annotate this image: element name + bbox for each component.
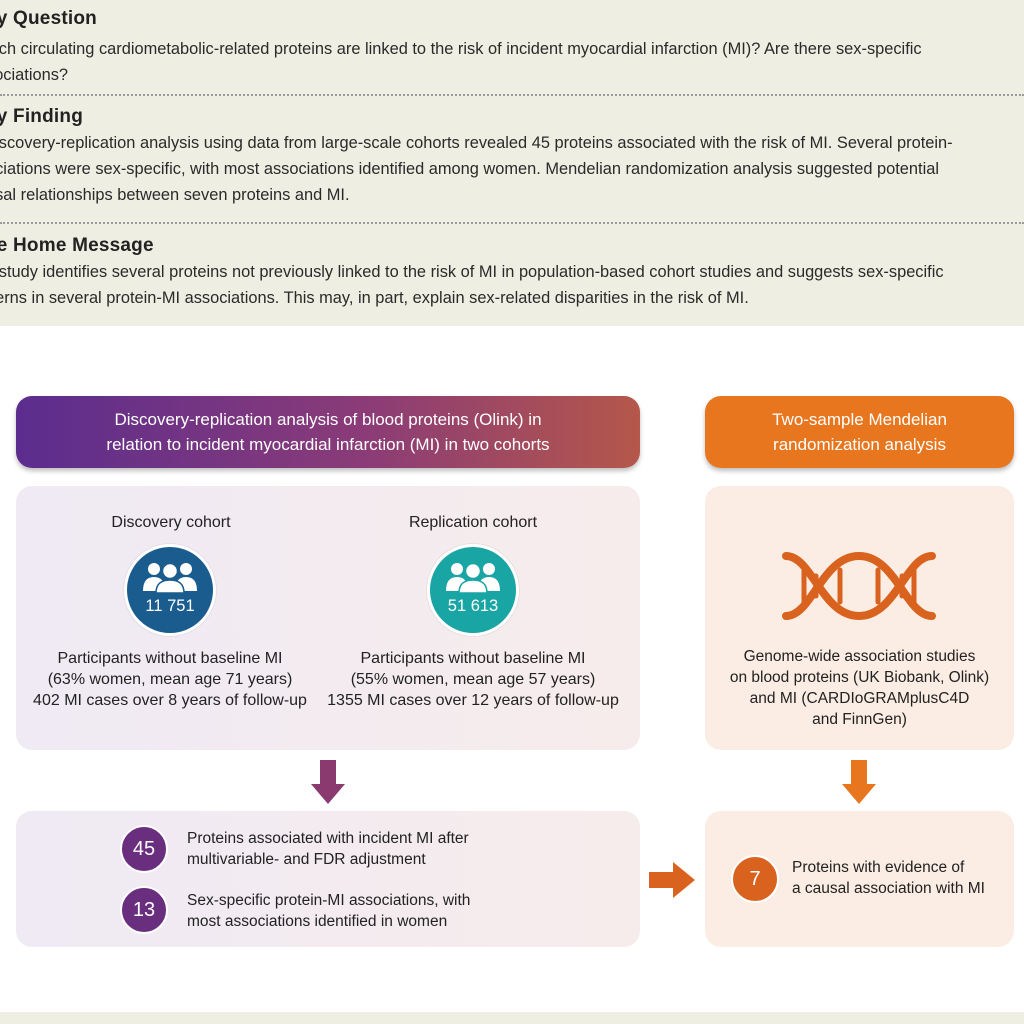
take-home-line: tterns in several protein-MI association… <box>0 289 749 307</box>
divider <box>0 222 1024 224</box>
header-line: Discovery-replication analysis of blood … <box>114 410 542 429</box>
mendelian-randomization-header: Two-sample Mendelian randomization analy… <box>705 396 1014 468</box>
header-line: Two-sample Mendelian <box>772 410 947 429</box>
gwas-line: and FinnGen) <box>812 711 907 728</box>
people-group-icon <box>446 562 500 593</box>
replication-count-circle: 51 613 <box>427 544 519 636</box>
description-line: 1355 MI cases over 12 years of follow-up <box>327 692 619 709</box>
gwas-description: Genome-wide association studies on blood… <box>705 646 1014 730</box>
discovery-description: Participants without baseline MI (63% wo… <box>30 648 310 711</box>
cohorts-panel <box>16 486 640 750</box>
replication-description: Participants without baseline MI (55% wo… <box>318 648 628 711</box>
key-finding-line: ociations were sex-specific, with most a… <box>0 160 939 178</box>
replication-cohort-title: Replication cohort <box>408 514 538 531</box>
result-13-text: Sex-specific protein-MI associations, wi… <box>187 890 470 932</box>
result-7-text: Proteins with evidence of a causal assoc… <box>792 857 985 899</box>
result-45-badge: 45 <box>120 825 168 873</box>
result-line: multivariable- and FDR adjustment <box>187 851 426 868</box>
result-45-text: Proteins associated with incident MI aft… <box>187 828 469 870</box>
result-line: a causal association with MI <box>792 880 985 897</box>
take-home-section: ke Home Message s study identifies sever… <box>0 235 1024 311</box>
description-line: (63% women, mean age 71 years) <box>47 671 293 688</box>
description-line: Participants without baseline MI <box>360 650 586 667</box>
arrow-down-icon <box>311 760 345 804</box>
description-line: (55% women, mean age 57 years) <box>350 671 596 688</box>
key-question-line: sociations? <box>0 66 69 84</box>
description-line: Participants without baseline MI <box>57 650 283 667</box>
gwas-line: Genome-wide association studies <box>743 648 976 665</box>
gwas-line: on blood proteins (UK Biobank, Olink) <box>729 669 990 686</box>
key-finding-title: ey Finding <box>0 106 83 127</box>
take-home-line: s study identifies several proteins not … <box>0 263 944 281</box>
take-home-title: ke Home Message <box>0 235 154 256</box>
description-line: 402 MI cases over 8 years of follow-up <box>33 692 307 709</box>
result-line: most associations identified in women <box>187 913 448 930</box>
association-results-panel <box>16 811 640 947</box>
result-7-badge: 7 <box>731 855 779 903</box>
result-line: Sex-specific protein-MI associations, wi… <box>187 892 471 909</box>
arrow-down-icon <box>842 760 876 804</box>
result-13-badge: 13 <box>120 886 168 934</box>
key-question-section: ey Question hich circulating cardiometab… <box>0 8 1024 88</box>
key-summary-panel: ey Question hich circulating cardiometab… <box>0 0 1024 326</box>
divider <box>0 94 1024 96</box>
key-finding-line: discovery-replication analysis using dat… <box>0 134 953 152</box>
key-finding-line: usal relationships between seven protein… <box>0 186 350 204</box>
key-question-line: hich circulating cardiometabolic-related… <box>0 40 922 58</box>
key-finding-section: ey Finding discovery-replication analysi… <box>0 106 1024 208</box>
dna-icon <box>782 552 936 620</box>
arrow-right-icon <box>649 862 695 898</box>
discovery-cohort-title: Discovery cohort <box>111 514 231 531</box>
discovery-count: 11 751 <box>145 597 195 615</box>
header-line: relation to incident myocardial infarcti… <box>106 435 550 454</box>
discovery-count-circle: 11 751 <box>124 544 216 636</box>
key-question-title: ey Question <box>0 8 97 29</box>
result-line: Proteins associated with incident MI aft… <box>187 830 469 847</box>
people-group-icon <box>143 562 197 593</box>
replication-count: 51 613 <box>447 597 499 615</box>
result-line: Proteins with evidence of <box>792 859 965 876</box>
discovery-replication-header: Discovery-replication analysis of blood … <box>16 396 640 468</box>
bottom-strip <box>0 1012 1024 1024</box>
gwas-line: and MI (CARDIoGRAMplusC4D <box>749 690 970 707</box>
header-line: randomization analysis <box>773 435 946 454</box>
